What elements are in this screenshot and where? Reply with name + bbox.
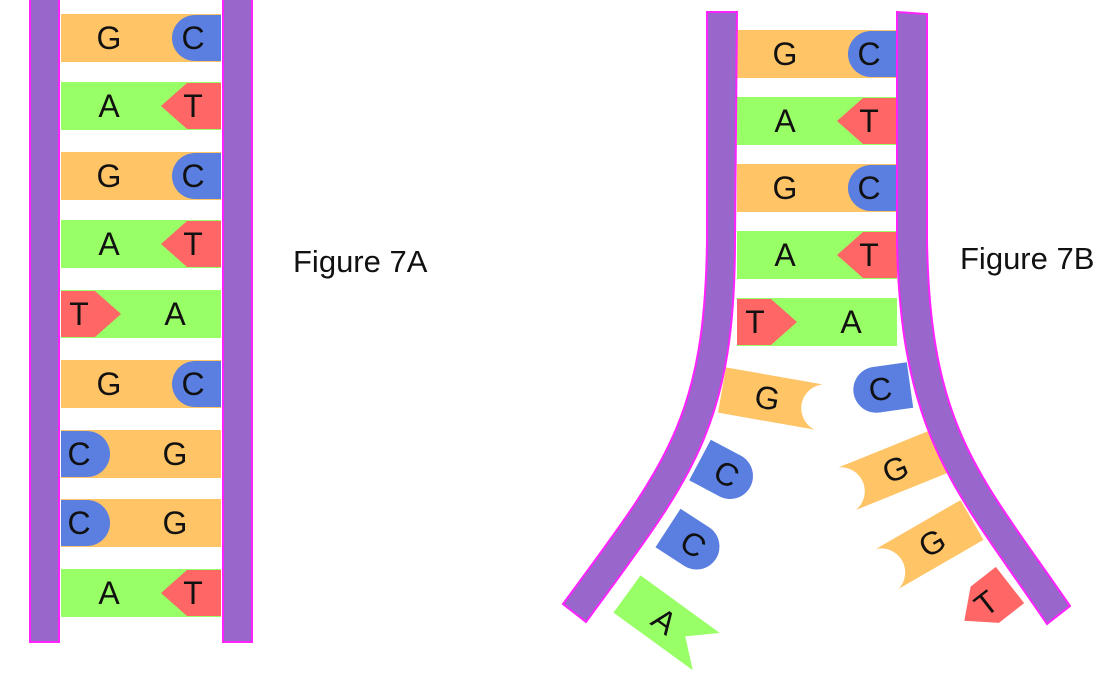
base-C-block [848,165,897,211]
base-T-block [161,221,221,267]
base-letter: C [857,170,880,206]
base-letter: C [866,370,894,409]
base-letter: G [773,170,798,206]
figure-7b-left-backbone [561,11,739,624]
unpaired-base-right: G [838,430,947,511]
unpaired-base-right: G [875,500,984,589]
base-letter: G [97,366,122,402]
base-C-block [61,500,110,546]
unpaired-base-right: C [853,362,914,413]
unpaired-base-left: A [613,575,720,671]
base-letter: C [181,20,204,56]
base-T-block [837,98,897,144]
figure-7b-right-backbone [896,10,1072,626]
base-letter: C [181,366,204,402]
base-letter: T [859,103,879,139]
base-letter: T [745,304,765,340]
base-letter: T [183,226,203,262]
base-letter: G [97,20,122,56]
base-T-block [837,232,897,278]
figure-7a-label: Figure 7A [293,244,428,279]
base-letter: C [67,505,90,541]
base-C-block [172,361,221,407]
base-T-block [964,566,1025,623]
base-letter: C [857,36,880,72]
base-letter: G [97,158,122,194]
base-letter: A [98,226,120,262]
base-letter: G [163,505,188,541]
base-T-block [61,291,121,337]
base-letter: A [840,304,862,340]
base-G-block [875,500,984,589]
base-letter: A [98,88,120,124]
base-C-block [172,153,221,199]
unpaired-base-left: C [689,439,753,499]
base-letter: T [859,237,879,273]
base-letter: A [774,237,796,273]
unpaired-base-left: G [718,367,823,430]
figure-7b-label: Figure 7B [960,241,1095,276]
base-C-block [853,362,914,413]
base-C-block [172,15,221,61]
base-letter: G [752,378,783,418]
base-T-block [737,299,797,345]
unpaired-base-left: C [655,508,720,570]
base-letter: C [67,436,90,472]
base-letter: T [69,296,89,332]
base-C-block [61,431,110,477]
figure-7a-right-backbone [222,0,253,643]
unpaired-base-right: T [964,566,1025,624]
base-C-block [689,439,753,499]
base-letter: A [774,103,796,139]
base-T-block [161,570,221,616]
base-letter: A [164,296,186,332]
base-letter: G [773,36,798,72]
base-letter: T [183,575,203,611]
base-C-block [655,508,720,570]
base-T-block [161,83,221,129]
base-G-block [718,367,823,430]
base-letter: A [98,575,120,611]
base-G-block [838,430,947,511]
base-letter: T [183,88,203,124]
base-A-block [613,575,720,671]
base-C-block [848,31,897,77]
figure-7a-left-backbone [29,0,60,643]
base-letter: G [163,436,188,472]
base-letter: C [181,158,204,194]
